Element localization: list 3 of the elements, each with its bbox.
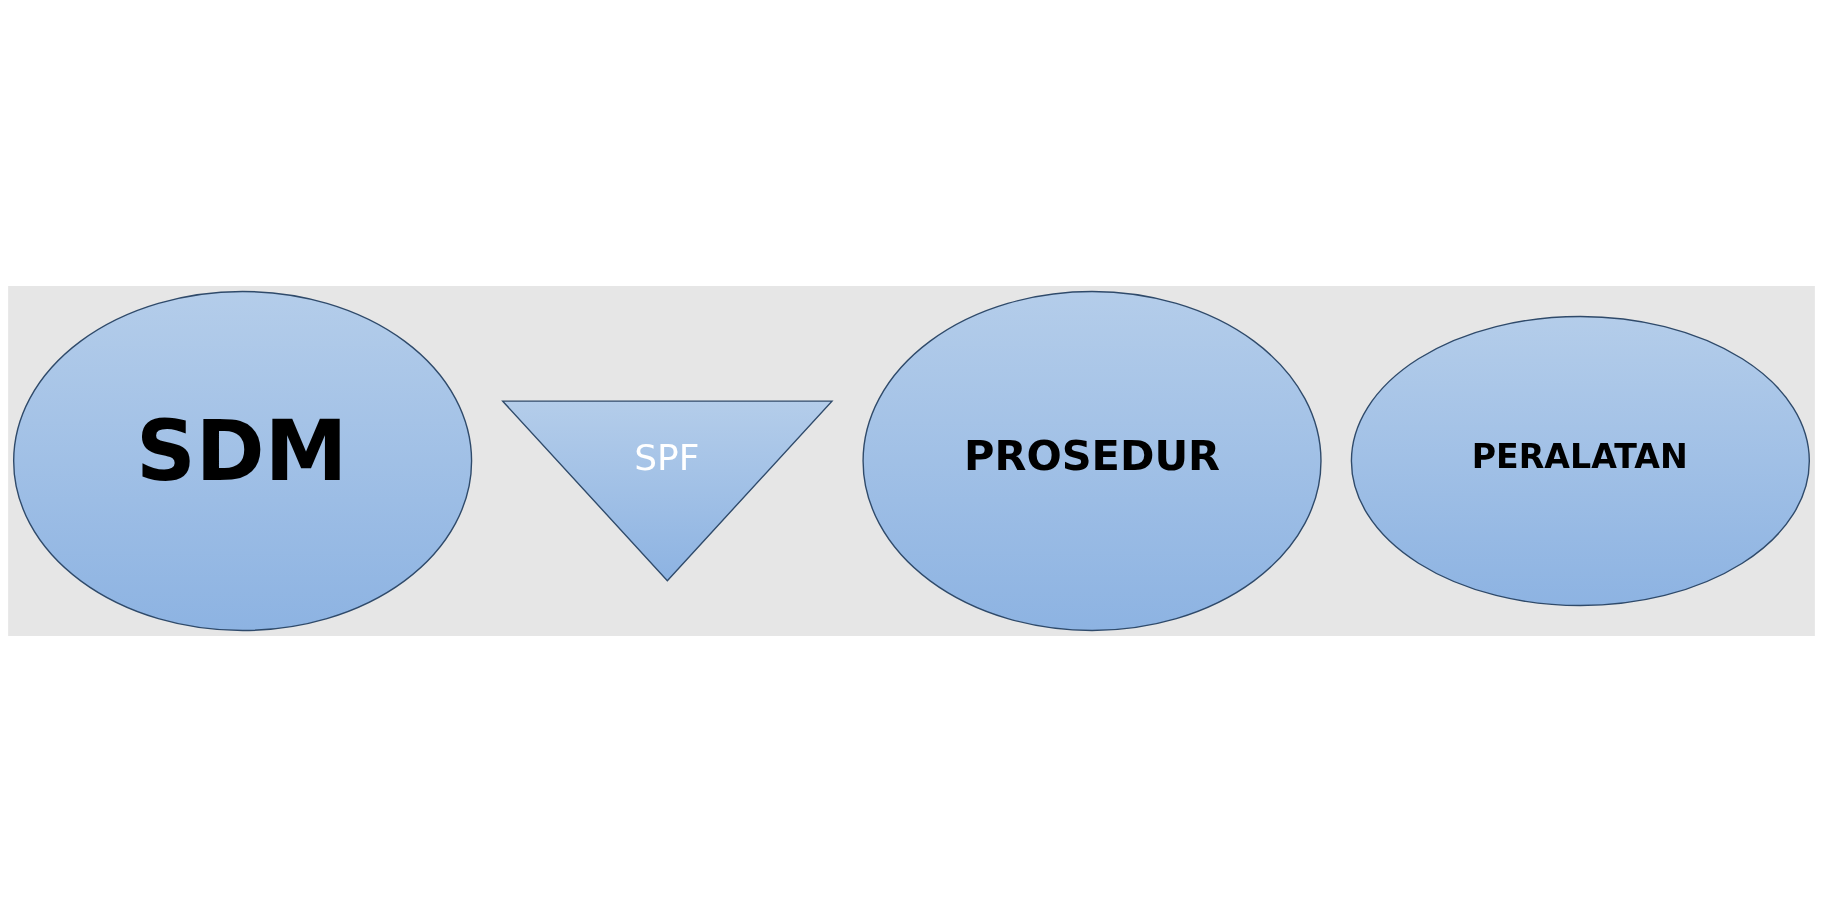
node-ellipse: PROSEDUR <box>862 290 1322 632</box>
node-ellipse: PERALATAN <box>1350 315 1810 607</box>
node-ellipse: SDM <box>13 290 473 632</box>
